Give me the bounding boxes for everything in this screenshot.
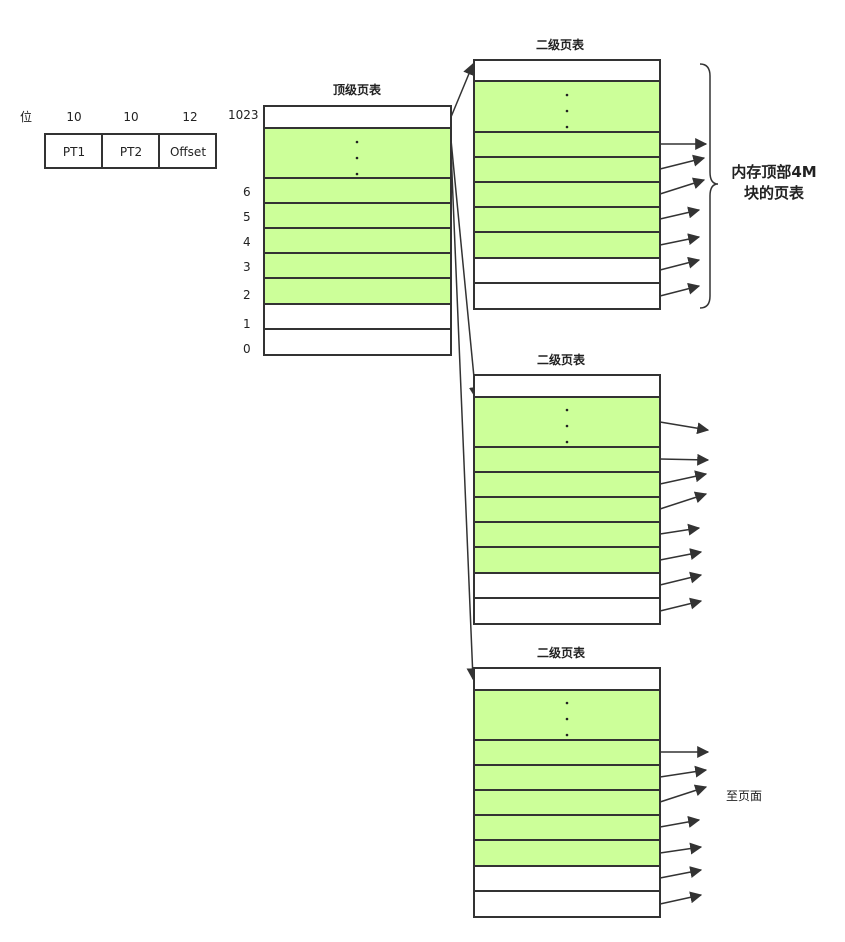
index-1023: 1023 xyxy=(228,108,259,122)
top-entry-6 xyxy=(263,177,452,204)
st2-entry xyxy=(473,521,661,548)
st1-frame xyxy=(473,59,661,310)
st1-entry-ellipsis xyxy=(473,80,661,133)
second-level-page-table-2: 二级页表 xyxy=(473,352,710,625)
st3-entry xyxy=(473,789,661,816)
second-level-page-table-3: 二级页表 至页面 xyxy=(473,645,762,918)
st2-frame xyxy=(473,374,661,625)
top-table-frame xyxy=(263,105,452,356)
index-2: 2 xyxy=(243,288,251,302)
brace xyxy=(699,63,719,309)
st1-entry xyxy=(473,282,661,310)
top-to-second-arrows xyxy=(450,62,481,681)
st2-entry xyxy=(473,572,661,599)
top-entry-0 xyxy=(263,328,452,356)
st1-entry-top xyxy=(473,59,661,82)
st2-entry-top xyxy=(473,374,661,398)
top-entry-4 xyxy=(263,227,452,254)
offset-bits: 12 xyxy=(182,110,197,124)
pt2-bits: 10 xyxy=(123,110,138,124)
pt1-field-label: PT1 xyxy=(63,145,85,159)
st3-frame xyxy=(473,667,661,918)
pt2-field-label: PT2 xyxy=(120,145,142,159)
address-format: 位 10 10 12 PT1 PT2 Offset xyxy=(20,109,217,169)
st2-entry xyxy=(473,446,661,473)
st1-entry xyxy=(473,156,661,183)
st2-ellipsis xyxy=(565,408,569,444)
top-table-ellipsis xyxy=(355,140,359,176)
top-level-page-table: 顶级页表 1023 6 5 4 3 2 1 0 xyxy=(228,82,452,356)
st1-ellipsis xyxy=(565,93,569,129)
st2-page-arrows xyxy=(659,421,710,612)
st2-entry xyxy=(473,546,661,574)
st3-ellipsis xyxy=(565,701,569,737)
top-entry-2 xyxy=(263,277,452,305)
st3-entry xyxy=(473,890,661,918)
top-entry-5 xyxy=(263,202,452,229)
st3-page-arrows xyxy=(659,746,710,905)
top-entry-1 xyxy=(263,303,452,330)
second-table-2-title: 二级页表 xyxy=(537,352,586,367)
index-0: 0 xyxy=(243,342,251,356)
index-3: 3 xyxy=(243,260,251,274)
st3-entry-ellipsis xyxy=(473,689,661,741)
second-table-3-title: 二级页表 xyxy=(537,645,586,660)
st2-entry xyxy=(473,597,661,625)
offset-field-label: Offset xyxy=(170,145,206,159)
st1-entry xyxy=(473,206,661,233)
st1-page-arrows xyxy=(659,138,708,297)
index-6: 6 xyxy=(243,185,251,199)
arrow-to-second-table-1 xyxy=(450,62,475,118)
st3-entry xyxy=(473,814,661,841)
st1-entry xyxy=(473,231,661,259)
arrow-to-second-table-3 xyxy=(450,149,479,681)
st2-entry xyxy=(473,496,661,523)
index-1: 1 xyxy=(243,317,251,331)
brace-label-line-2: 块的页表 xyxy=(744,184,805,202)
bits-row-label: 位 xyxy=(20,109,32,124)
st3-entry xyxy=(473,865,661,892)
st2-entry xyxy=(473,471,661,498)
top-table-title: 顶级页表 xyxy=(333,82,382,97)
st1-entry xyxy=(473,131,661,158)
second-table-1-title: 二级页表 xyxy=(536,37,585,52)
index-5: 5 xyxy=(243,210,251,224)
index-4: 4 xyxy=(243,235,251,249)
pt1-field xyxy=(44,133,103,169)
top-entry-3 xyxy=(263,252,452,279)
second-level-page-table-1: 二级页表 内存顶部4M 块的页表 xyxy=(473,37,817,310)
st3-entry xyxy=(473,839,661,867)
pt1-bits: 10 xyxy=(66,110,81,124)
st3-entry-top xyxy=(473,667,661,691)
top-entry-1023 xyxy=(263,105,452,129)
st3-entry xyxy=(473,764,661,791)
to-page-label: 至页面 xyxy=(726,789,762,803)
st1-entry xyxy=(473,181,661,208)
arrow-to-second-table-2 xyxy=(450,139,481,400)
offset-field xyxy=(158,133,217,169)
st3-entry xyxy=(473,739,661,766)
pt2-field xyxy=(101,133,160,169)
st1-entry xyxy=(473,257,661,284)
st2-entry-ellipsis xyxy=(473,396,661,448)
top-entry-ellipsis xyxy=(263,127,452,179)
brace-label-line-1: 内存顶部4M xyxy=(731,163,816,181)
